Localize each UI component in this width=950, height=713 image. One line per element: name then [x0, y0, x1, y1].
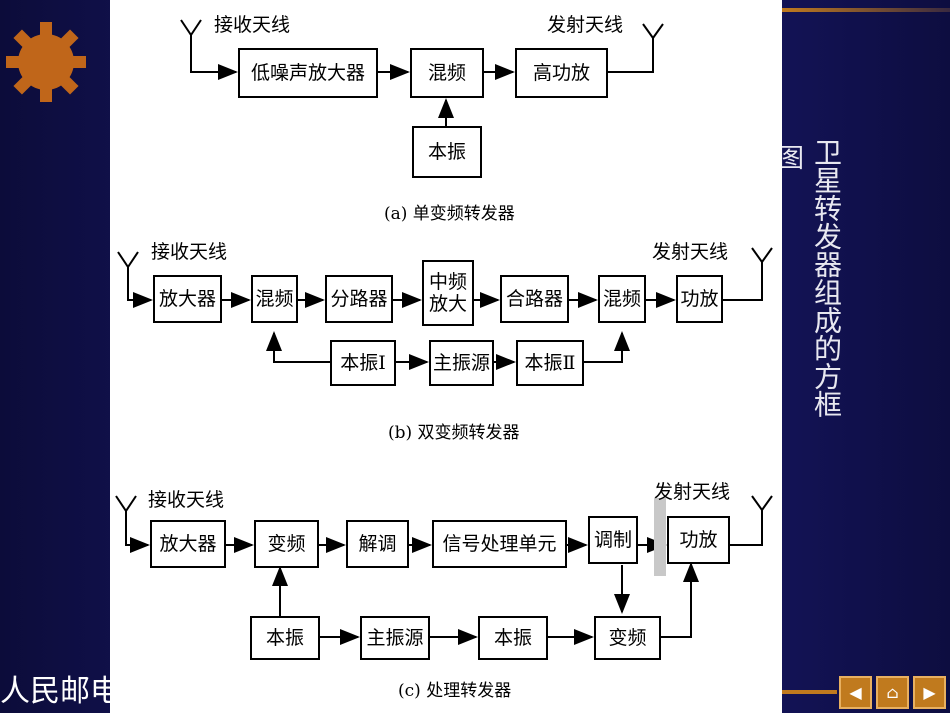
freq-conv2-block: 变频 — [594, 616, 661, 660]
demod-block: 解调 — [346, 520, 409, 568]
combiner-block: 合路器 — [500, 275, 569, 323]
right-arrow-icon: ▶ — [923, 683, 936, 702]
lo1-block-b: 本振Ⅰ — [330, 340, 396, 386]
rx-antenna-label-c: 接收天线 — [148, 489, 225, 511]
gear-icon — [6, 22, 86, 102]
top-decor-bar — [782, 8, 950, 12]
lo2-block-b: 本振Ⅱ — [516, 340, 584, 386]
rx-antenna-label-a: 接收天线 — [214, 14, 291, 36]
hpa-block: 高功放 — [515, 48, 608, 98]
caption-a: (a) 单变频转发器 — [384, 204, 515, 224]
rx-antenna-label-b: 接收天线 — [151, 241, 228, 263]
lo1-block-c: 本振 — [250, 616, 320, 660]
tx-antenna-label-b: 发射天线 — [652, 241, 729, 263]
figure-title: 卫星转发器组成的方框 — [810, 138, 843, 418]
home-icon: ⌂ — [886, 683, 899, 702]
figure-prefix: 图 — [778, 144, 805, 174]
lna-block: 低噪声放大器 — [238, 48, 378, 98]
prev-button[interactable]: ◀ — [839, 676, 872, 709]
tx-antenna-label-c: 发射天线 — [654, 481, 731, 503]
mod-block: 调制 — [588, 516, 638, 564]
freq-conv1-block: 变频 — [254, 520, 319, 568]
master-osc-block-c: 主振源 — [360, 616, 430, 660]
pa-block-b: 功放 — [676, 275, 723, 323]
left-arrow-icon: ◀ — [849, 683, 862, 702]
signal-proc-block: 信号处理单元 — [432, 520, 567, 568]
pa-block-c: 功放 — [667, 516, 730, 564]
home-button[interactable]: ⌂ — [876, 676, 909, 709]
mixer1-block-b: 混频 — [251, 275, 298, 323]
bottom-decor-bar — [782, 690, 837, 694]
publisher-text: 人民邮电 — [0, 674, 110, 709]
if-amp-block: 中频 放大 — [422, 260, 474, 326]
mixer2-block-b: 混频 — [598, 275, 646, 323]
tx-antenna-label-a: 发射天线 — [547, 14, 624, 36]
caption-c: (c) 处理转发器 — [398, 681, 512, 701]
lo2-block-c: 本振 — [478, 616, 548, 660]
next-button[interactable]: ▶ — [913, 676, 946, 709]
amp-block-c: 放大器 — [150, 520, 226, 568]
splitter-block: 分路器 — [325, 275, 393, 323]
amp-block-b: 放大器 — [153, 275, 222, 323]
gray-artifact — [654, 498, 666, 576]
mixer-block-a: 混频 — [410, 48, 484, 98]
lo-block-a: 本振 — [412, 126, 482, 178]
master-osc-block-b: 主振源 — [429, 340, 494, 386]
caption-b: (b) 双变频转发器 — [388, 423, 520, 443]
